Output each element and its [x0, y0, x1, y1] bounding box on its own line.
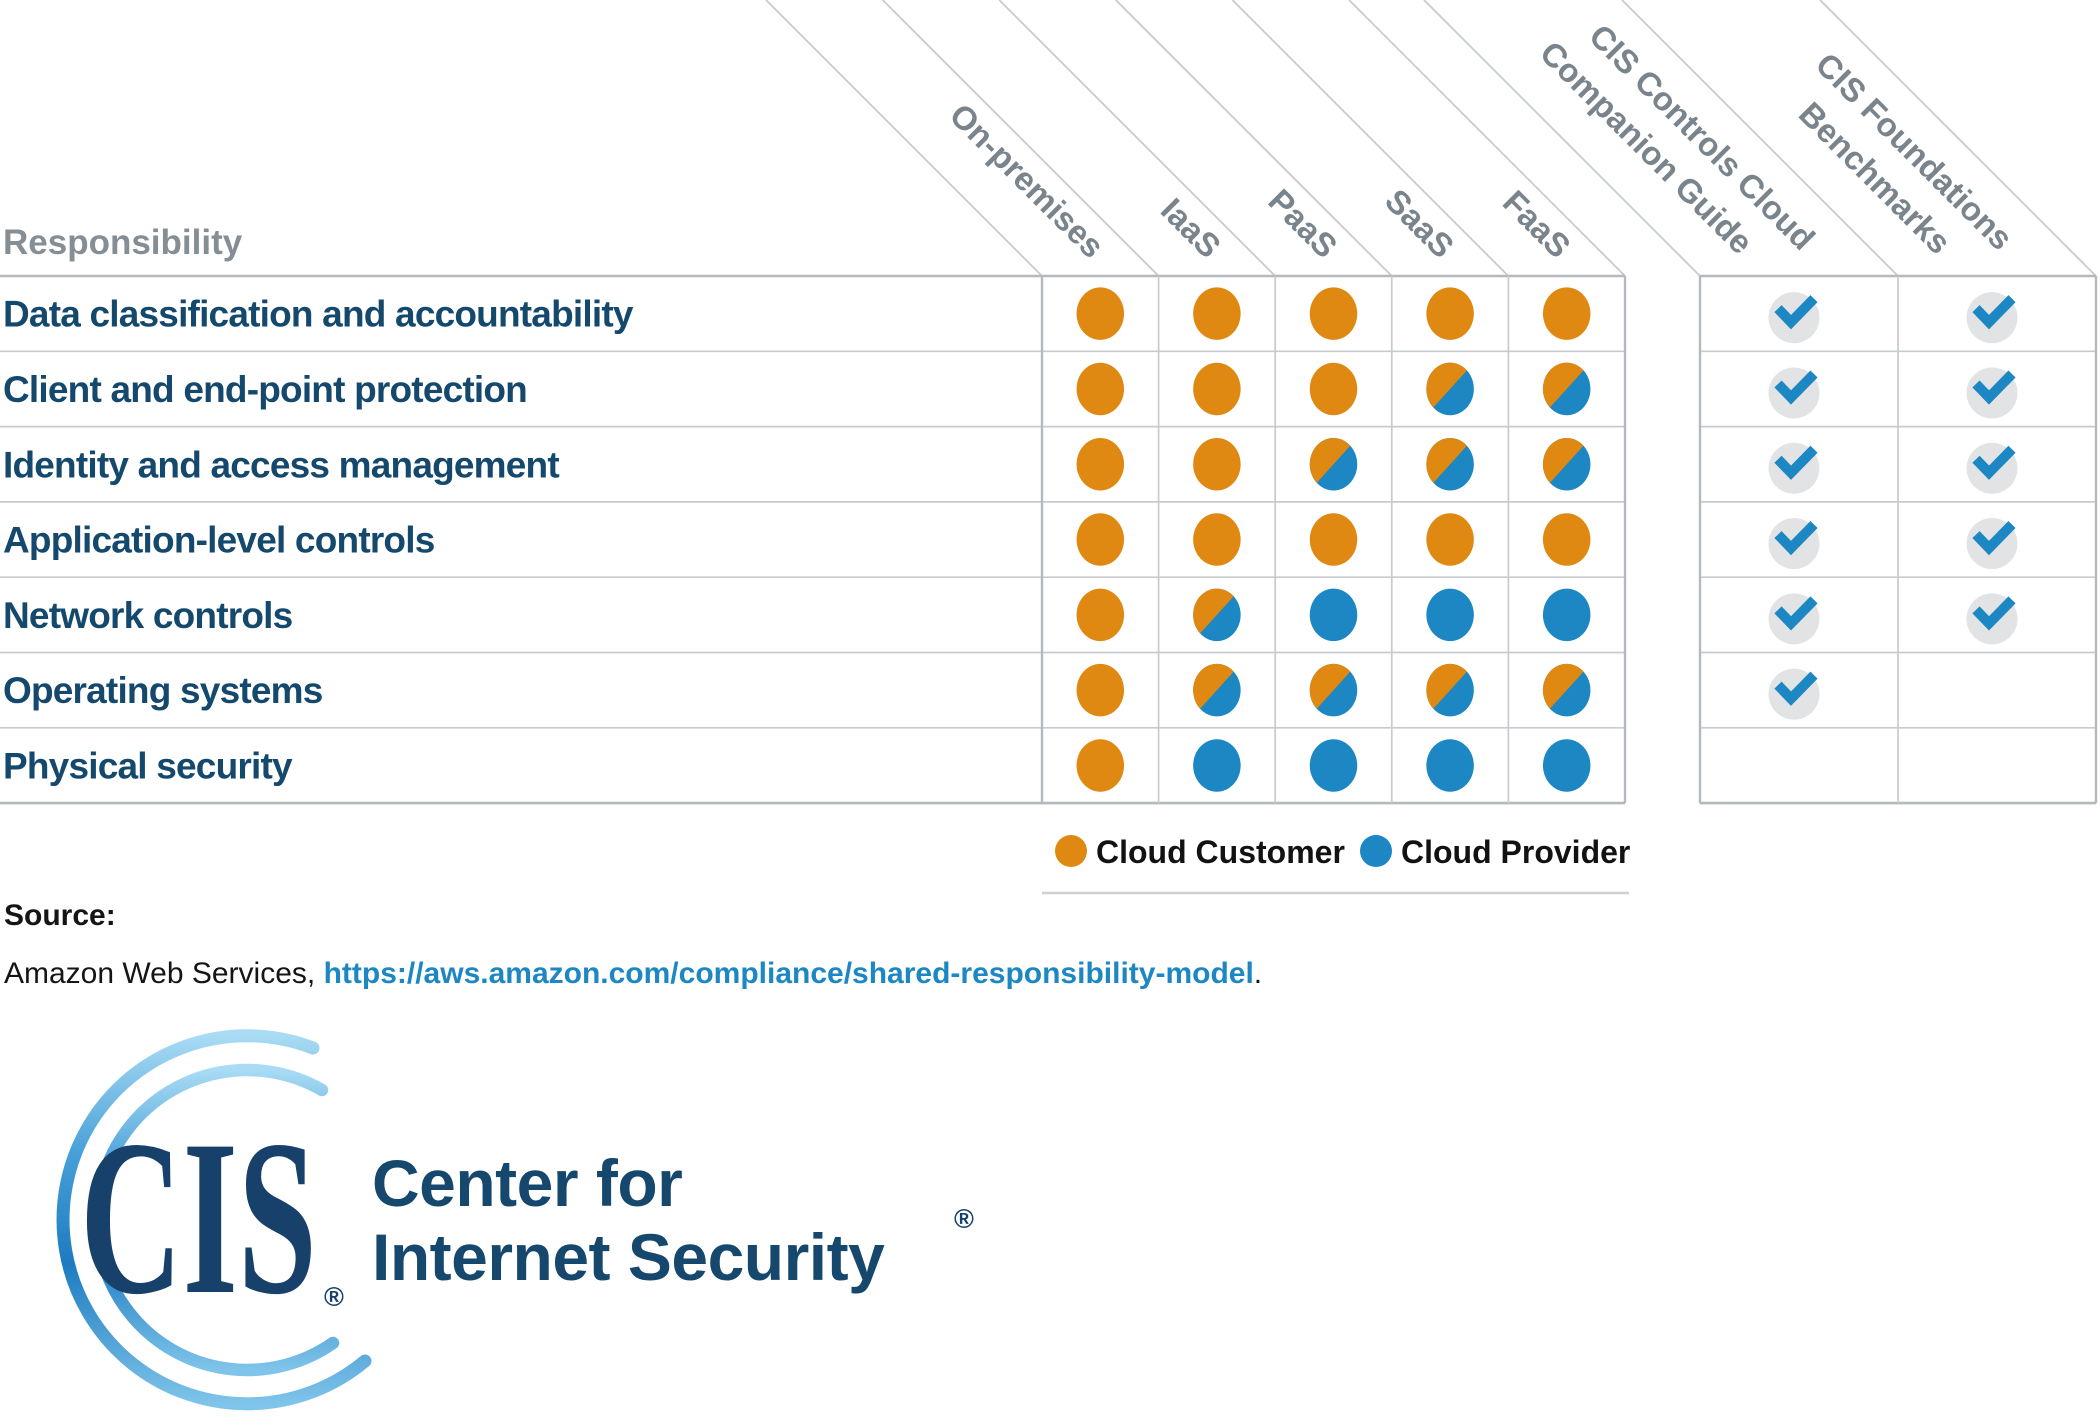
dot-cloud-provider-icon [1542, 739, 1591, 792]
logo-outer-arc-icon [56, 1029, 372, 1411]
dot-cloud-customer-icon [1542, 287, 1591, 340]
cis-logo: CIS ® Center for Internet Security ® [56, 1029, 974, 1411]
logo-acronym: CIS [80, 1095, 317, 1340]
dot-cloud-customer-icon [1076, 739, 1125, 792]
dot-cloud-customer-icon [1426, 287, 1474, 340]
column-header-faas: FaaS [1496, 183, 1578, 265]
row-label: Data classification and accountability [3, 294, 634, 335]
legend-dot-customer-icon [1055, 835, 1087, 867]
checkmark-icon [1768, 292, 1820, 344]
row-label: Application-level controls [3, 520, 435, 561]
checkmark-icon [1768, 668, 1820, 720]
dot-shared-icon [1426, 437, 1474, 491]
header-diagonal-line [1348, 0, 1626, 277]
row-label: Operating systems [3, 670, 323, 711]
header-diagonal-line [1423, 0, 1701, 277]
dot-cloud-customer-icon [1309, 287, 1358, 340]
dot-cloud-customer-icon [1193, 438, 1241, 491]
dot-cloud-customer-icon [1193, 513, 1241, 566]
legend-label: Cloud Provider [1401, 834, 1630, 870]
checkmark-icon [1966, 292, 2018, 344]
dot-cloud-customer-icon [1076, 287, 1125, 340]
column-header-iaas: IaaS [1154, 191, 1228, 265]
header-diagonal-line [881, 0, 1160, 277]
checkmark-icon [1768, 593, 1820, 645]
dot-cloud-customer-icon [1309, 513, 1358, 566]
logo-registered-mark-2: ® [954, 1204, 974, 1234]
checkmark-icon [1966, 367, 2018, 419]
logo-registered-mark: ® [324, 1282, 344, 1312]
source-block: Source: Amazon Web Services, https://aws… [4, 901, 1262, 989]
dot-shared-icon [1193, 663, 1241, 717]
dot-cloud-provider-icon [1426, 588, 1474, 642]
dot-shared-icon [1542, 437, 1591, 491]
dot-shared-icon [1426, 663, 1474, 717]
source-heading: Source: [4, 899, 116, 932]
header-diagonal-line [1115, 0, 1393, 277]
column-header-on-premises: On-premises [943, 96, 1112, 265]
checkmark-icon [1966, 593, 2018, 645]
source-citation: Amazon Web Services, https://aws.amazon.… [4, 959, 1262, 989]
dot-cloud-customer-icon [1076, 663, 1125, 717]
dot-cloud-customer-icon [1076, 588, 1125, 642]
dot-cloud-customer-icon [1076, 362, 1125, 416]
dot-cloud-customer-icon [1426, 513, 1474, 566]
dot-cloud-provider-icon [1309, 588, 1358, 642]
column-header-saas: SaaS [1378, 182, 1461, 265]
dot-cloud-provider-icon [1426, 739, 1474, 792]
dot-cloud-customer-icon [1542, 513, 1591, 566]
dot-shared-icon [1426, 362, 1474, 416]
header-diagonal-line [1819, 0, 2097, 277]
checkmark-icon [1966, 442, 2018, 494]
responsibility-header: Responsibility [3, 223, 243, 262]
dot-shared-icon [1309, 437, 1358, 491]
row-label: Physical security [3, 745, 293, 786]
dot-cloud-customer-icon [1193, 362, 1241, 416]
dot-shared-icon [1542, 362, 1591, 416]
source-suffix: . [1253, 957, 1263, 990]
legend-dot-provider-icon [1360, 835, 1392, 867]
row-label: Network controls [3, 595, 293, 636]
row-label: Client and end-point protection [3, 369, 527, 410]
dot-cloud-customer-icon [1193, 287, 1241, 340]
dot-cloud-provider-icon [1193, 739, 1241, 792]
checkmark-icon [1966, 518, 2018, 570]
dot-cloud-provider-icon [1542, 588, 1591, 642]
logo-wordmark-line1: Center for [372, 1146, 682, 1220]
checkmark-icon [1768, 518, 1820, 570]
legend-label: Cloud Customer [1096, 834, 1345, 870]
source-link[interactable]: https://aws.amazon.com/compliance/shared… [323, 957, 1254, 990]
column-header-paas: PaaS [1261, 182, 1344, 265]
source-prefix: Amazon Web Services, [4, 957, 324, 990]
dot-cloud-customer-icon [1076, 438, 1125, 491]
dot-shared-icon [1309, 663, 1358, 717]
dot-shared-icon [1542, 663, 1591, 717]
logo-inner-arc-icon [90, 1063, 340, 1377]
header-diagonal-line [1231, 0, 1510, 277]
header-diagonal-line [765, 0, 1043, 277]
header-diagonal-line [998, 0, 1276, 277]
dot-cloud-customer-icon [1309, 362, 1358, 416]
header-diagonal-line [1621, 0, 1899, 277]
dot-shared-icon [1193, 588, 1241, 642]
checkmark-icon [1768, 367, 1820, 419]
row-label: Identity and access management [3, 444, 559, 485]
checkmark-icon [1768, 442, 1820, 494]
dot-cloud-provider-icon [1309, 739, 1358, 792]
logo-wordmark-line2: Internet Security [372, 1220, 885, 1294]
dot-cloud-customer-icon [1076, 513, 1125, 566]
